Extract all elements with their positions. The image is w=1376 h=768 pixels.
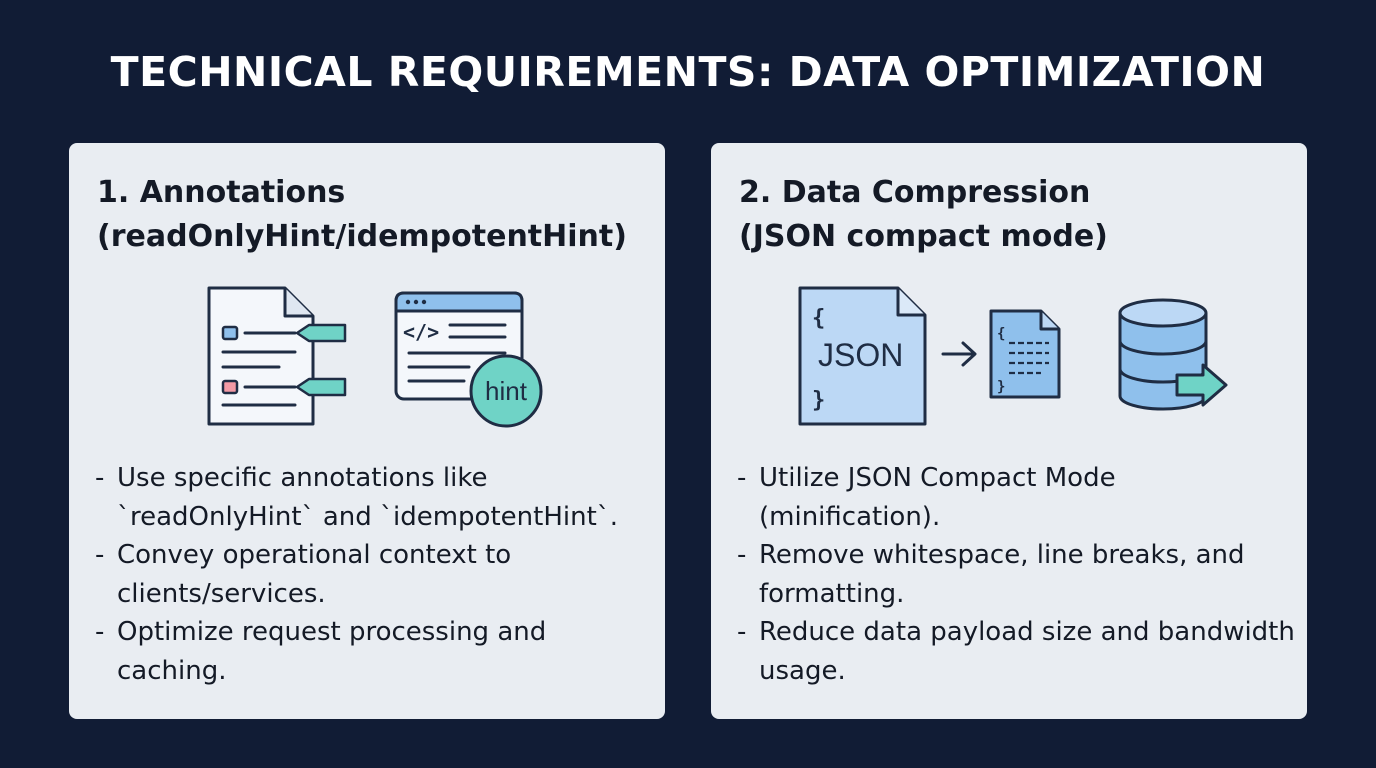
compact-file-icon: { }: [989, 309, 1061, 399]
svg-text:{: {: [997, 326, 1005, 342]
compression-bullet-list: - Utilize JSON Compact Mode (minificatio…: [737, 459, 1297, 690]
card-heading: 2. Data Compression (JSON compact mode): [739, 171, 1299, 259]
card-heading-line-2: (JSON compact mode): [739, 219, 1108, 254]
annotations-card: 1. Annotations (readOnlyHint/idempotentH…: [69, 143, 665, 719]
annotated-document-icon: [207, 286, 347, 426]
list-item: - Utilize JSON Compact Mode (minificatio…: [737, 463, 1116, 532]
svg-text:}: }: [997, 379, 1005, 395]
card-heading-line-2: (readOnlyHint/idempotentHint): [97, 219, 627, 254]
annotations-bullet-list: - Use specific annotations like `readOnl…: [95, 459, 655, 690]
list-item: - Reduce data payload size and bandwidth…: [737, 617, 1295, 686]
hint-badge-text: hint: [485, 376, 528, 406]
code-window-hint-icon: </> hint: [394, 291, 543, 428]
annotations-illustration: </> hint: [207, 286, 543, 428]
database-export-icon: [1118, 298, 1228, 411]
svg-text:}: }: [812, 388, 825, 413]
json-file-icon: { JSON }: [798, 286, 927, 426]
page-title: TECHNICAL REQUIREMENTS: DATA OPTIMIZATIO…: [110, 48, 1266, 96]
compression-card: 2. Data Compression (JSON compact mode) …: [711, 143, 1307, 719]
arrow-right-icon: [941, 341, 977, 367]
code-glyph: </>: [403, 320, 439, 344]
compression-illustration: { JSON } { }: [798, 286, 1228, 426]
card-heading-line-1: 1. Annotations: [97, 175, 346, 210]
list-item: - Use specific annotations like `readOnl…: [95, 463, 619, 532]
card-heading-line-1: 2. Data Compression: [739, 175, 1091, 210]
list-item: - Convey operational context to clients/…: [95, 540, 512, 609]
list-item: - Remove whitespace, line breaks, and fo…: [737, 540, 1245, 609]
list-item: - Optimize request processing and cachin…: [95, 617, 547, 686]
card-heading: 1. Annotations (readOnlyHint/idempotentH…: [97, 171, 657, 259]
svg-text:{: {: [812, 306, 825, 331]
json-label: JSON: [818, 337, 903, 373]
